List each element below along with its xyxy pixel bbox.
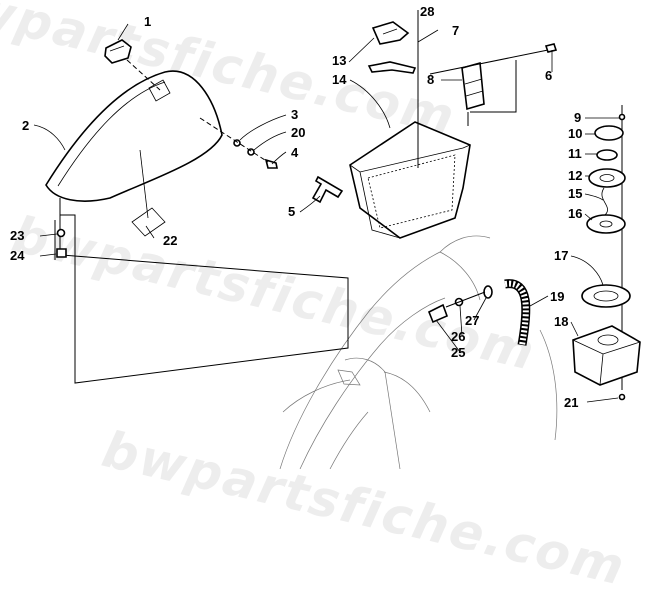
part-17-gasket (581, 284, 631, 308)
part-14-storage-bin (349, 121, 471, 239)
callout-9: 9 (574, 110, 581, 125)
part-24-bolt (56, 248, 67, 258)
part-25-bolt (427, 303, 449, 324)
callout-8: 8 (427, 72, 434, 87)
callout-13: 13 (332, 53, 346, 68)
callout-25: 25 (451, 345, 465, 360)
part-16-base-plate (586, 214, 626, 234)
callout-23: 23 (10, 228, 24, 243)
assembly-bracket-line (59, 198, 349, 384)
callout-19: 19 (550, 289, 564, 304)
callout-21: 21 (564, 395, 578, 410)
connector-line (429, 49, 549, 75)
callout-11: 11 (568, 146, 582, 161)
callout-4: 4 (291, 145, 299, 160)
part-13-latch (371, 21, 410, 45)
callout-26: 26 (451, 329, 465, 344)
part-9-pin (618, 113, 626, 121)
part-5-hex-wrench (311, 175, 344, 204)
callout-17: 17 (554, 248, 568, 263)
callout-20: 20 (291, 125, 305, 140)
exploded-view-drawing: 1 2 3 20 4 5 6 7 8 9 10 11 12 13 14 15 1… (10, 4, 641, 469)
part-2-cover (45, 70, 223, 202)
callout-28: 28 (420, 4, 434, 19)
part-15-spring (601, 187, 608, 216)
callout-10: 10 (568, 126, 582, 141)
callout-3: 3 (291, 107, 298, 122)
callout-24: 24 (10, 248, 25, 263)
callout-1: 1 (144, 14, 151, 29)
leader-line (139, 149, 149, 219)
part-22-decal (131, 207, 166, 237)
callout-18: 18 (554, 314, 568, 329)
callout-12: 12 (568, 168, 582, 183)
part-27-grommet (483, 285, 493, 299)
part-4-screw (264, 158, 278, 169)
leader-line (199, 117, 269, 163)
callout-labels: 1 2 3 20 4 5 6 7 8 9 10 11 12 13 14 15 1… (10, 4, 582, 410)
part-8-pad (461, 61, 485, 111)
callout-22: 22 (163, 233, 177, 248)
part-11-ring (596, 149, 618, 161)
part-6-fitting (544, 43, 558, 53)
callout-16: 16 (568, 206, 582, 221)
callout-6: 6 (545, 68, 552, 83)
callout-15: 15 (568, 186, 582, 201)
callout-5: 5 (288, 204, 295, 219)
callout-2: 2 (22, 118, 29, 133)
part-10-cap (594, 125, 624, 141)
callout-leaders (33, 23, 620, 403)
callout-7: 7 (452, 23, 459, 38)
callout-27: 27 (465, 313, 479, 328)
part-23-nut (56, 228, 66, 238)
part-1-latch (104, 39, 132, 64)
leader-line (445, 291, 486, 308)
connector-line (467, 60, 517, 126)
part-18-housing (572, 325, 641, 386)
part-12-flange (588, 168, 626, 188)
part-21-screw (618, 393, 626, 401)
callout-14: 14 (332, 72, 347, 87)
part-19-hose (504, 279, 531, 346)
console-background-outline (279, 235, 558, 469)
part-7-strap (367, 61, 417, 74)
